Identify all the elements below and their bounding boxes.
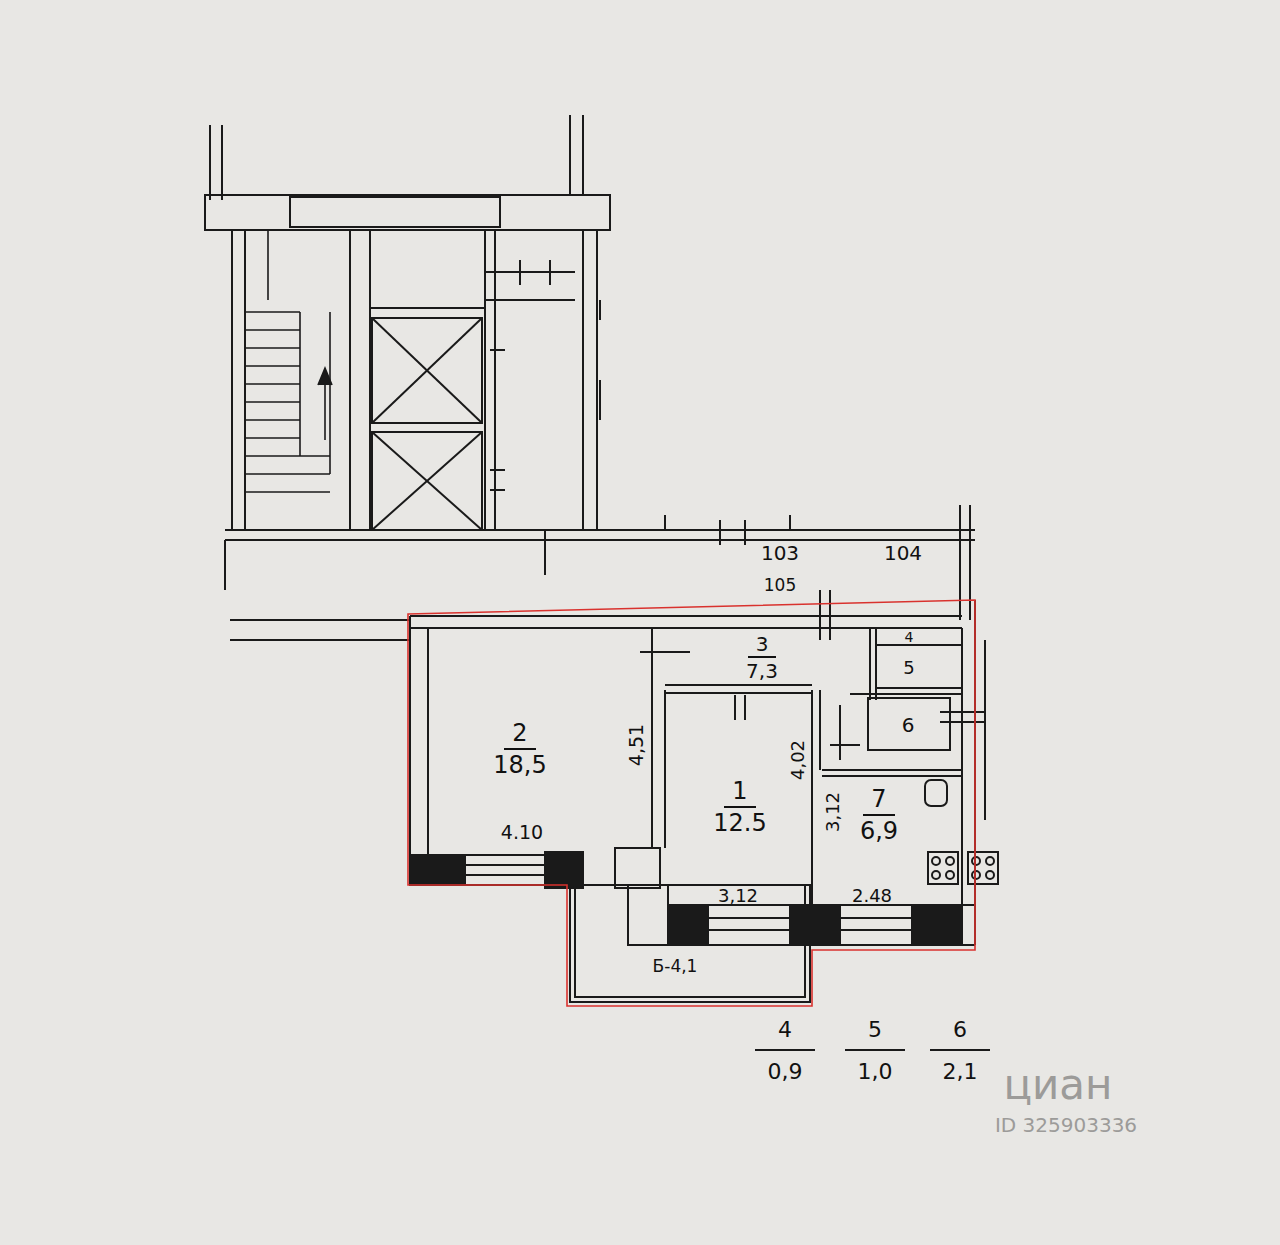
legend-room-number: 5 (868, 1018, 882, 1042)
room-area: 18,5 (493, 752, 546, 780)
room-area: 12.5 (713, 810, 766, 838)
legend-area: 2,1 (943, 1060, 978, 1084)
room-number: Б-4,1 (653, 957, 698, 977)
corridor-number: 103 (761, 542, 799, 564)
corridor-number: 104 (884, 542, 922, 564)
room-number: 2 (504, 720, 535, 750)
dimension: 3,12 (718, 886, 758, 906)
legend-room-number: 4 (778, 1018, 792, 1042)
dimension: 2.48 (852, 886, 892, 906)
room-number: 5 (903, 658, 914, 679)
dimension: 4.10 (501, 822, 543, 843)
dimension: 4,02 (788, 740, 808, 780)
legend-room-number: 6 (953, 1018, 967, 1042)
room-label: 4 (884, 628, 934, 647)
room-number: 4 (905, 629, 914, 645)
room-area: 7,3 (746, 660, 778, 683)
room-label: 5 (884, 652, 934, 684)
legend-area: 0,9 (768, 1060, 803, 1084)
watermark: ID 325903336 (995, 1114, 1137, 1136)
watermark: циан (1003, 1062, 1112, 1108)
room-label: 218,5 (460, 712, 580, 787)
room-label: 76,9 (848, 782, 910, 850)
room-area: 6,9 (860, 818, 898, 846)
room-label: 112.5 (690, 770, 790, 845)
room-label: 37,3 (712, 632, 812, 684)
room-number: 7 (863, 786, 894, 816)
room-number: 6 (902, 714, 915, 737)
balcony-label: Б-4,1 (600, 952, 750, 982)
legend-area: 1,0 (858, 1060, 893, 1084)
dimension: 4,51 (626, 724, 647, 766)
room-number: 3 (748, 633, 777, 658)
corridor-number: 105 (764, 576, 796, 595)
room-label: 6 (880, 706, 936, 744)
dimension: 3,12 (823, 792, 843, 832)
room-number: 1 (724, 778, 755, 808)
